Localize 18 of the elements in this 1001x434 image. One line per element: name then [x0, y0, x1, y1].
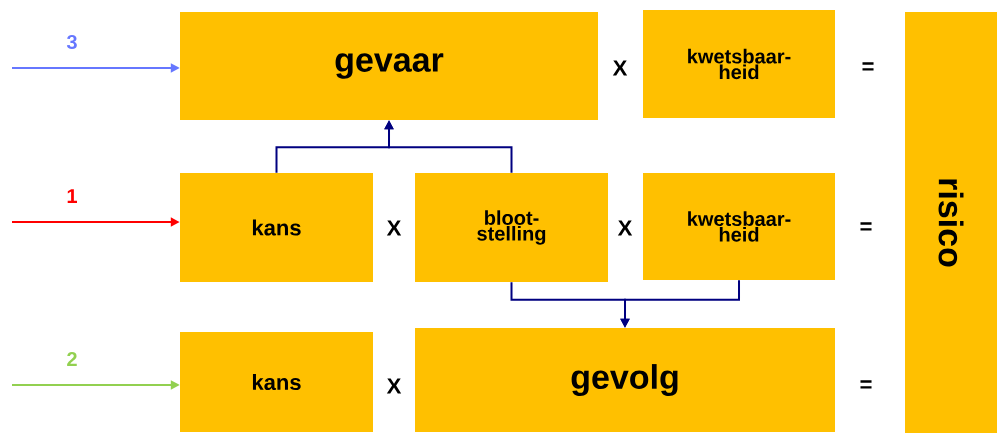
text-box: risico — [905, 12, 997, 433]
operator-sign: = — [860, 380, 872, 389]
text-box: kans — [180, 332, 373, 432]
operator-sign: X — [612, 60, 628, 76]
operator-sign: X — [386, 378, 402, 394]
text-box: kwetsbaar-heid — [643, 10, 835, 118]
edge-label: 2 — [67, 352, 77, 366]
operator-sign: = — [860, 222, 872, 231]
text-box: kwetsbaar-heid — [643, 173, 835, 280]
text-box: bloot-stelling — [415, 173, 608, 282]
text-box: kans — [180, 173, 373, 282]
operator-sign: = — [862, 62, 874, 71]
text-box: gevaar — [180, 12, 598, 120]
edge-label: 1 — [67, 189, 78, 203]
edge-label: 3 — [66, 34, 77, 50]
operator-sign: X — [617, 220, 633, 236]
operator-sign: X — [386, 220, 402, 236]
text-box: gevolg — [415, 328, 835, 432]
